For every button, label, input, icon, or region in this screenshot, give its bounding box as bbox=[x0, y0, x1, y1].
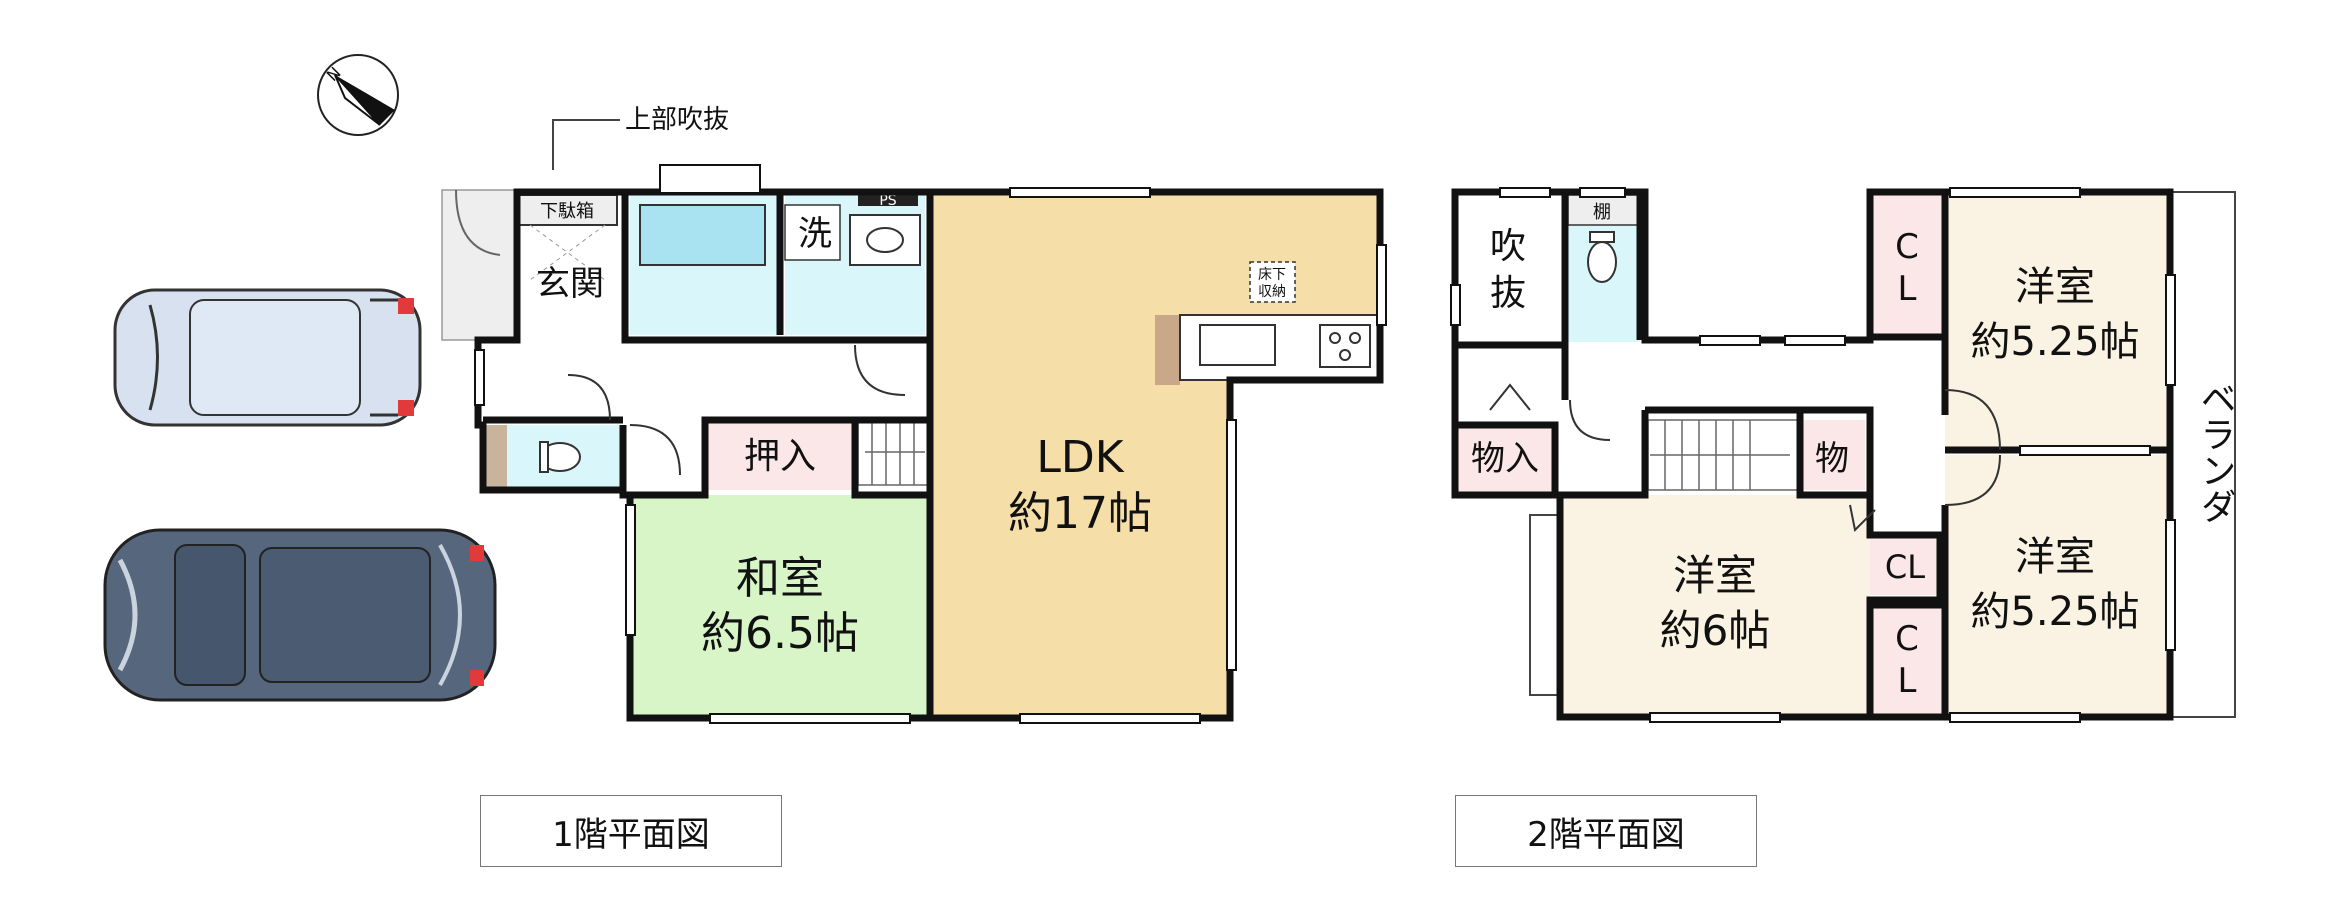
ps-label: PS bbox=[879, 193, 896, 209]
shoe-box-label: 下駄箱 bbox=[540, 201, 594, 222]
cl-mid-label: CL bbox=[1885, 548, 1925, 586]
cl-top-label-1: C bbox=[1895, 227, 1919, 267]
cl-top bbox=[1870, 192, 1945, 337]
closet-label: 押入 bbox=[744, 436, 816, 477]
ldk-size: 約17帖 bbox=[1008, 488, 1152, 539]
void-label-2: 抜 bbox=[1490, 273, 1526, 314]
storage-left bbox=[1455, 425, 1555, 495]
floor2-caption: 2階平面図 bbox=[1455, 795, 1757, 867]
veranda bbox=[2169, 191, 2236, 718]
floor1-plan: 上部吹抜 下駄箱 床下 収納 PS bbox=[441, 105, 1387, 724]
floor2-walls bbox=[1451, 188, 2174, 721]
washing-machine bbox=[784, 204, 841, 261]
underfloor-storage bbox=[1249, 261, 1296, 303]
room-se-name: 洋室 bbox=[2015, 534, 2095, 580]
cl-bottom-label-1: C bbox=[1895, 619, 1919, 659]
porch bbox=[441, 189, 518, 341]
room-ne-name: 洋室 bbox=[2015, 264, 2095, 310]
cl-bottom-label-2: L bbox=[1898, 661, 1917, 701]
compass-icon: N bbox=[317, 54, 399, 136]
shelf-label: 棚 bbox=[1593, 202, 1611, 223]
underfloor-label-2: 収納 bbox=[1258, 284, 1286, 300]
toilet-2f-icon bbox=[1587, 241, 1617, 283]
room-se bbox=[1945, 455, 2170, 717]
veranda-label: ベランダ bbox=[2195, 380, 2236, 524]
upper-void-note: 上部吹抜 bbox=[625, 105, 729, 135]
ldk-name: LDK bbox=[1036, 432, 1124, 483]
floor1-caption: 1階平面図 bbox=[480, 795, 782, 867]
void-label-1: 吹 bbox=[1490, 226, 1526, 267]
washitsu-room bbox=[630, 495, 930, 718]
storage-small bbox=[1800, 420, 1865, 490]
room-center bbox=[1560, 495, 1870, 717]
room-se-size: 約5.25帖 bbox=[1970, 589, 2139, 635]
stairs-1f bbox=[857, 419, 929, 486]
washitsu-size: 約6.5帖 bbox=[701, 608, 859, 659]
wash-basin-icon bbox=[849, 214, 921, 266]
floor2-plan: ベランダ bbox=[1450, 187, 2236, 723]
shoe-box bbox=[516, 194, 618, 226]
bathtub-icon bbox=[639, 204, 766, 266]
room-ne-size: 約5.25帖 bbox=[1970, 319, 2139, 365]
ldk-room bbox=[930, 192, 1380, 718]
washitsu-name: 和室 bbox=[736, 553, 824, 604]
void-leader-line bbox=[552, 119, 620, 170]
wash-label: 洗 bbox=[798, 214, 832, 254]
cl-mid bbox=[1870, 535, 1940, 595]
room-center-name: 洋室 bbox=[1673, 551, 1757, 600]
room-center-size: 約6帖 bbox=[1660, 606, 1771, 655]
stairs-2f bbox=[1647, 419, 1799, 491]
oshiire-closet bbox=[705, 420, 855, 490]
storage-label: 物入 bbox=[1471, 439, 1539, 479]
storage-small-label: 物 bbox=[1815, 439, 1849, 479]
cl-top-label-2: L bbox=[1898, 269, 1917, 309]
cl-bottom bbox=[1870, 605, 1945, 717]
entrance-label: 玄関 bbox=[536, 264, 604, 304]
underfloor-label-1: 床下 bbox=[1258, 267, 1286, 283]
room-ne bbox=[1945, 192, 2170, 447]
car-dark-icon bbox=[103, 528, 497, 702]
sink-icon bbox=[1199, 324, 1276, 366]
car-light-icon bbox=[113, 288, 422, 427]
